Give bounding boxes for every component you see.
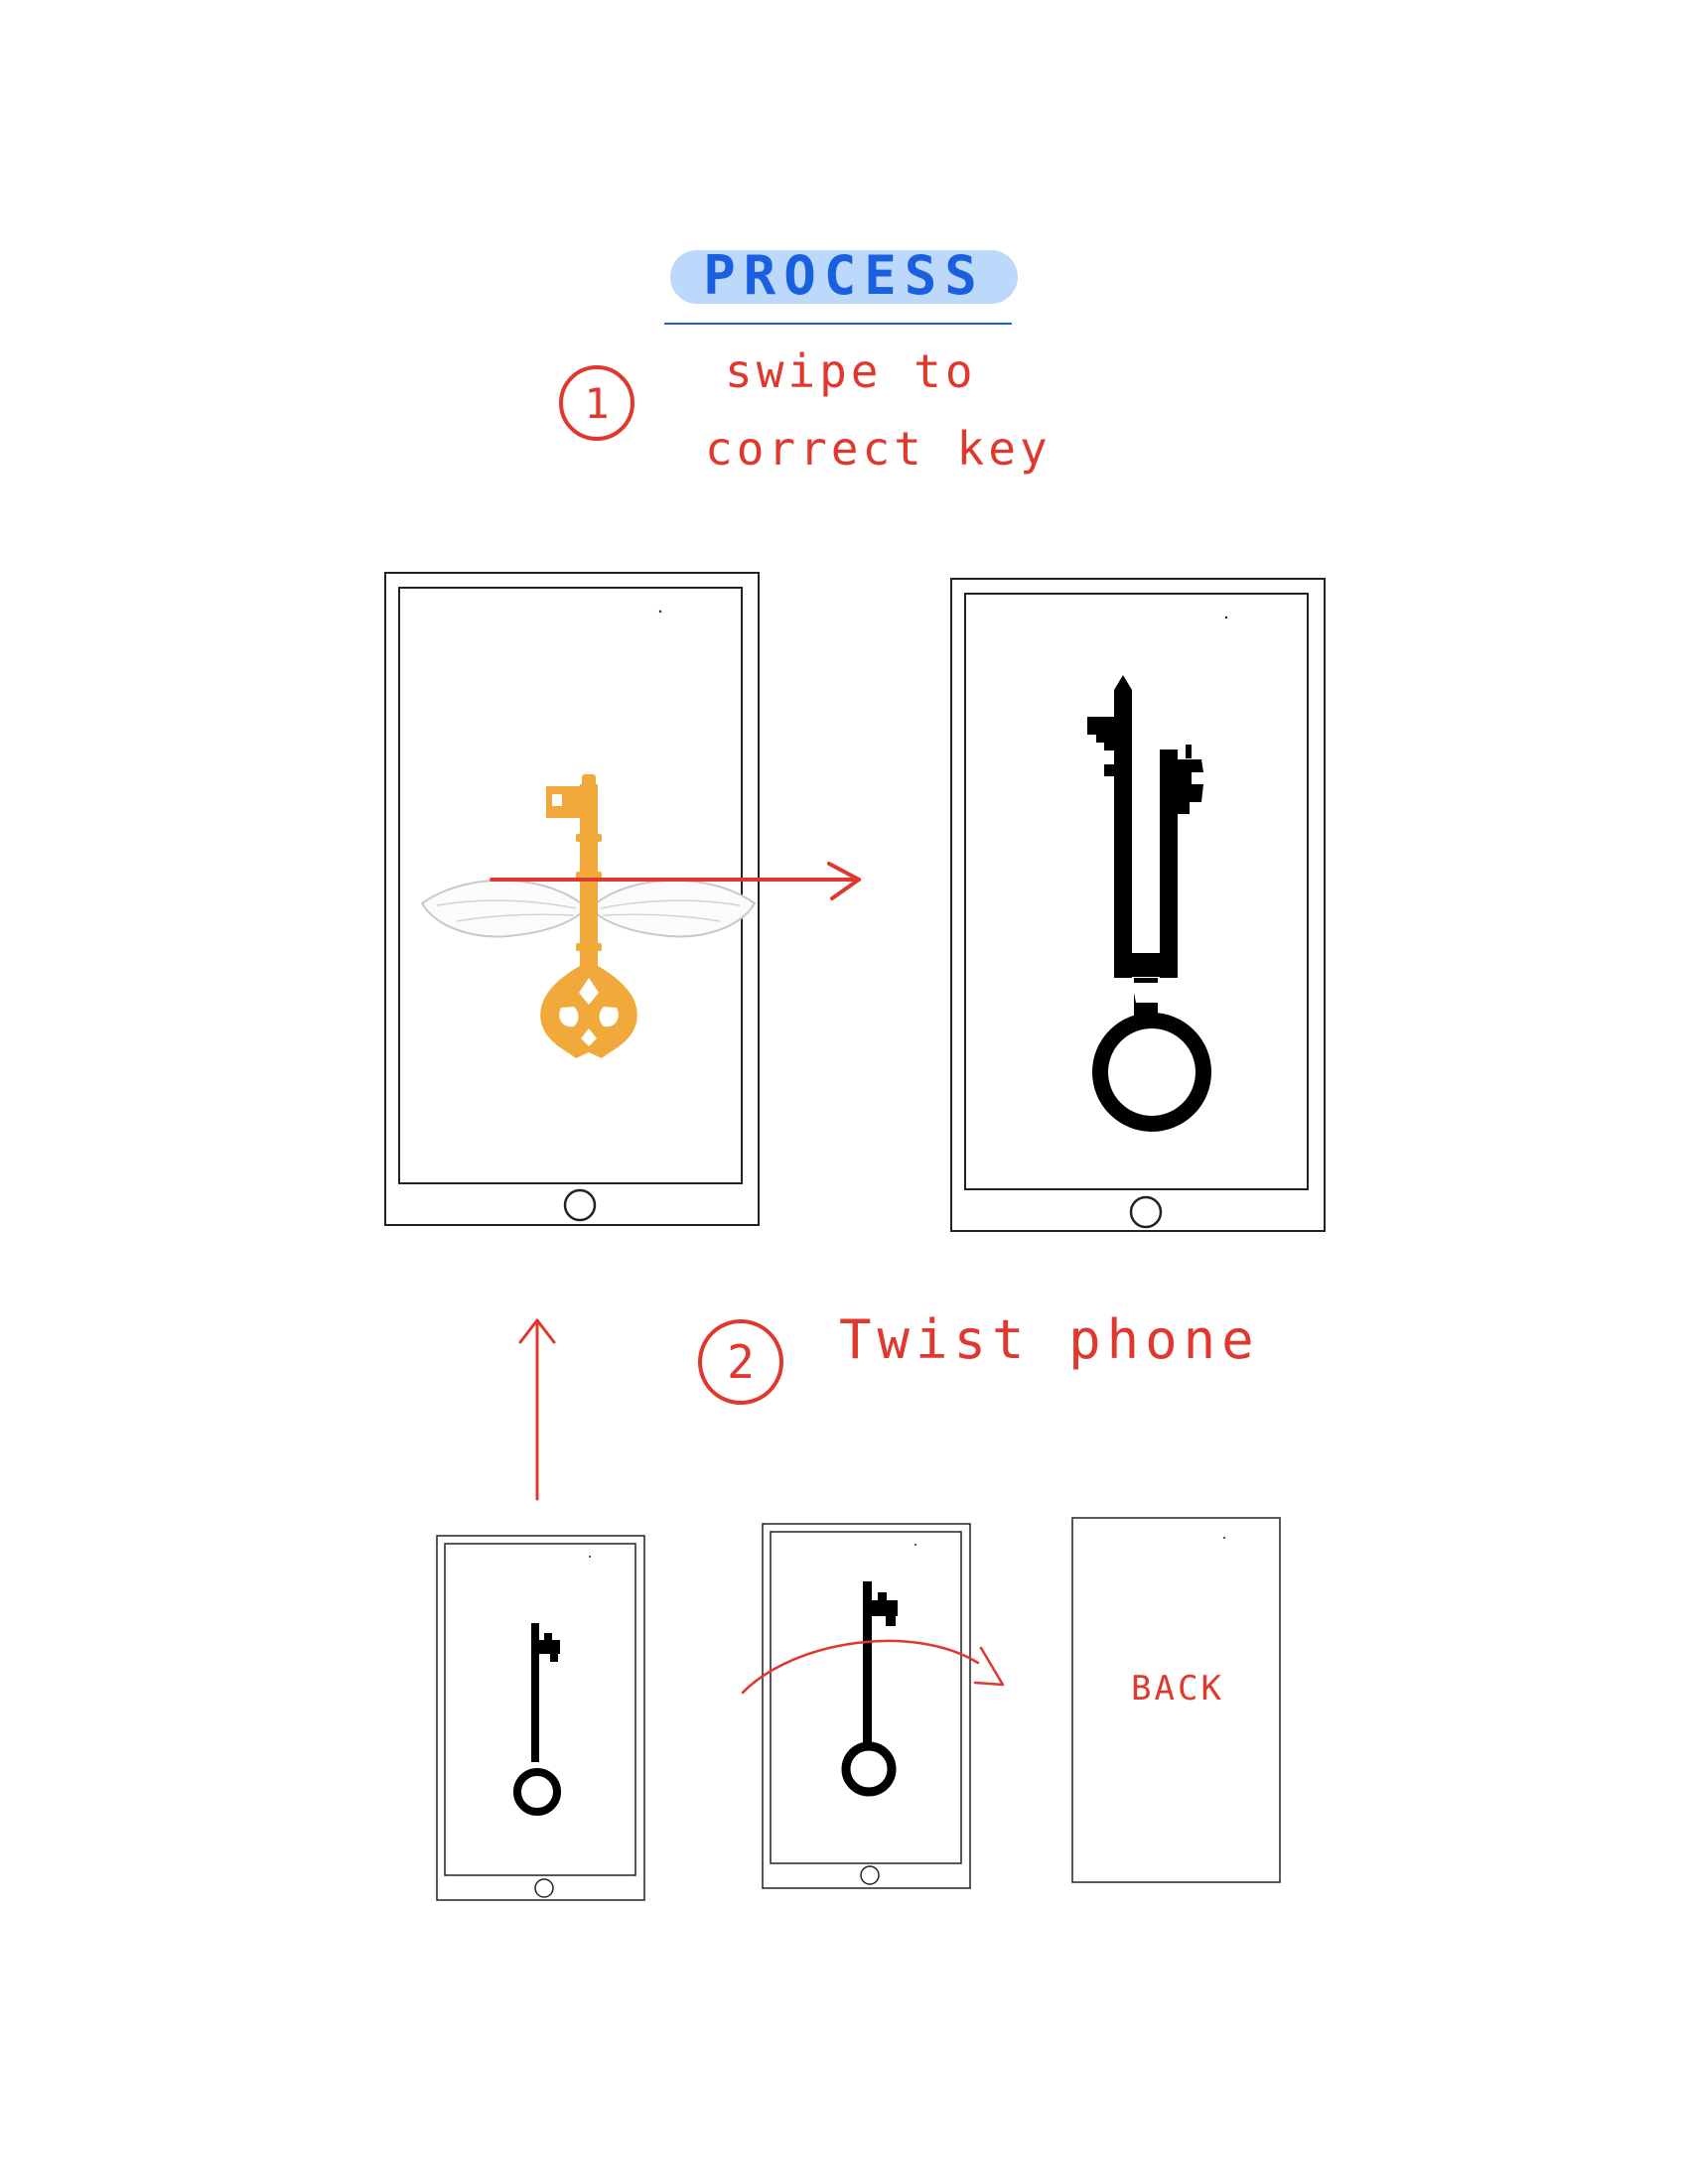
home-button-icon	[860, 1865, 880, 1885]
home-button-icon	[1129, 1195, 1163, 1229]
title-group: PROCESS	[664, 244, 1018, 325]
black-skeleton-key-icon	[841, 1581, 898, 1797]
camera-dot	[1223, 1537, 1225, 1539]
phone-4-screen	[770, 1531, 962, 1864]
step-1-badge	[559, 365, 634, 441]
step-1-number: 1	[584, 379, 609, 428]
phone-4	[762, 1523, 971, 1889]
home-button-icon	[534, 1878, 554, 1898]
camera-dot	[914, 1544, 916, 1546]
phone-2-screen	[964, 593, 1309, 1190]
phone-5: BACK	[1071, 1517, 1281, 1883]
winged-gold-key-icon	[420, 774, 757, 1058]
camera-dot	[589, 1556, 591, 1558]
black-skeleton-key-icon	[513, 1623, 561, 1816]
phone-1	[384, 572, 760, 1226]
phone-3-screen	[444, 1543, 636, 1876]
step-1-line-2: correct key	[705, 422, 1052, 476]
phone-3-body	[436, 1535, 645, 1901]
camera-dot	[1224, 615, 1228, 619]
back-label: BACK	[1131, 1669, 1224, 1708]
phone-2-body	[950, 578, 1326, 1232]
phone-1-screen	[398, 587, 743, 1184]
phone-3	[436, 1535, 645, 1901]
step-2: 2 Twist phone	[698, 1308, 1260, 1405]
step-2-number: 2	[727, 1335, 755, 1389]
phone-2	[950, 578, 1326, 1232]
title-text: PROCESS	[703, 244, 985, 307]
title-pill	[670, 250, 1018, 304]
step-2-label: Twist phone	[839, 1308, 1260, 1371]
black-skeleton-key-icon	[1087, 675, 1211, 1132]
step-1-line-1: swipe to	[725, 344, 977, 398]
camera-dot	[658, 610, 662, 614]
up-arrow	[518, 1318, 556, 1501]
step-1: 1 swipe to correct key	[559, 344, 1052, 476]
twist-arrow	[741, 1639, 1005, 1695]
home-button-icon	[563, 1188, 597, 1222]
swipe-arrow	[490, 862, 861, 900]
step-2-badge	[698, 1319, 783, 1405]
phone-5-body	[1071, 1517, 1281, 1883]
